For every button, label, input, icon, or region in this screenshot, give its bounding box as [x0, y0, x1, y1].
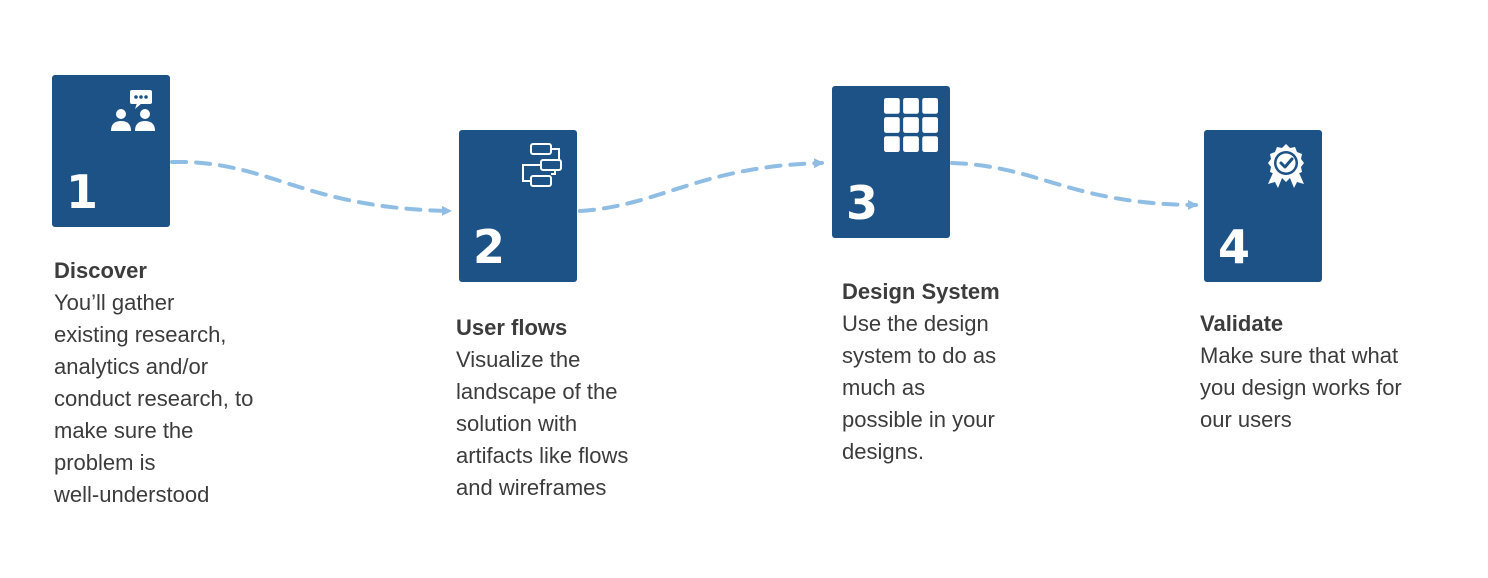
grid-icon: [884, 98, 938, 152]
step-2-title: User flows: [456, 315, 568, 340]
people-chat-icon: [111, 90, 155, 131]
step-3-text: Design System Use the design system to d…: [842, 276, 1092, 468]
step-2-card: 2: [459, 130, 577, 282]
step-2-text: User flows Visualize the landscape of th…: [456, 312, 706, 504]
step-3-number: 3: [846, 176, 879, 230]
step-4-title: Validate: [1200, 311, 1284, 336]
step-3-description: Use the design system to do as much as p…: [842, 311, 997, 464]
step-1-description: You’ll gather existing research, analyti…: [54, 290, 254, 507]
step-4-text: Validate Make sure that what you design …: [1200, 308, 1450, 436]
step-4-number: 4: [1218, 220, 1251, 274]
step-3-title: Design System: [842, 279, 1000, 304]
connector-arrow-3-4: [950, 161, 1198, 210]
step-2-number: 2: [473, 220, 506, 274]
step-1-text: Discover You’ll gather existing research…: [54, 255, 304, 511]
step-4-card: 4: [1204, 130, 1322, 282]
step-1-number: 1: [66, 165, 99, 219]
step-2-description: Visualize the landscape of the solution …: [456, 347, 629, 500]
flowchart-icon: [522, 143, 562, 187]
step-3-card: 3: [832, 86, 950, 238]
connector-arrow-1-2: [170, 159, 452, 216]
step-1-title: Discover: [54, 258, 147, 283]
step-4-description: Make sure that what you design works for…: [1200, 343, 1402, 432]
award-badge-icon: [1268, 144, 1304, 188]
step-1-card: 1: [52, 75, 170, 227]
connector-arrow-2-3: [578, 158, 824, 213]
